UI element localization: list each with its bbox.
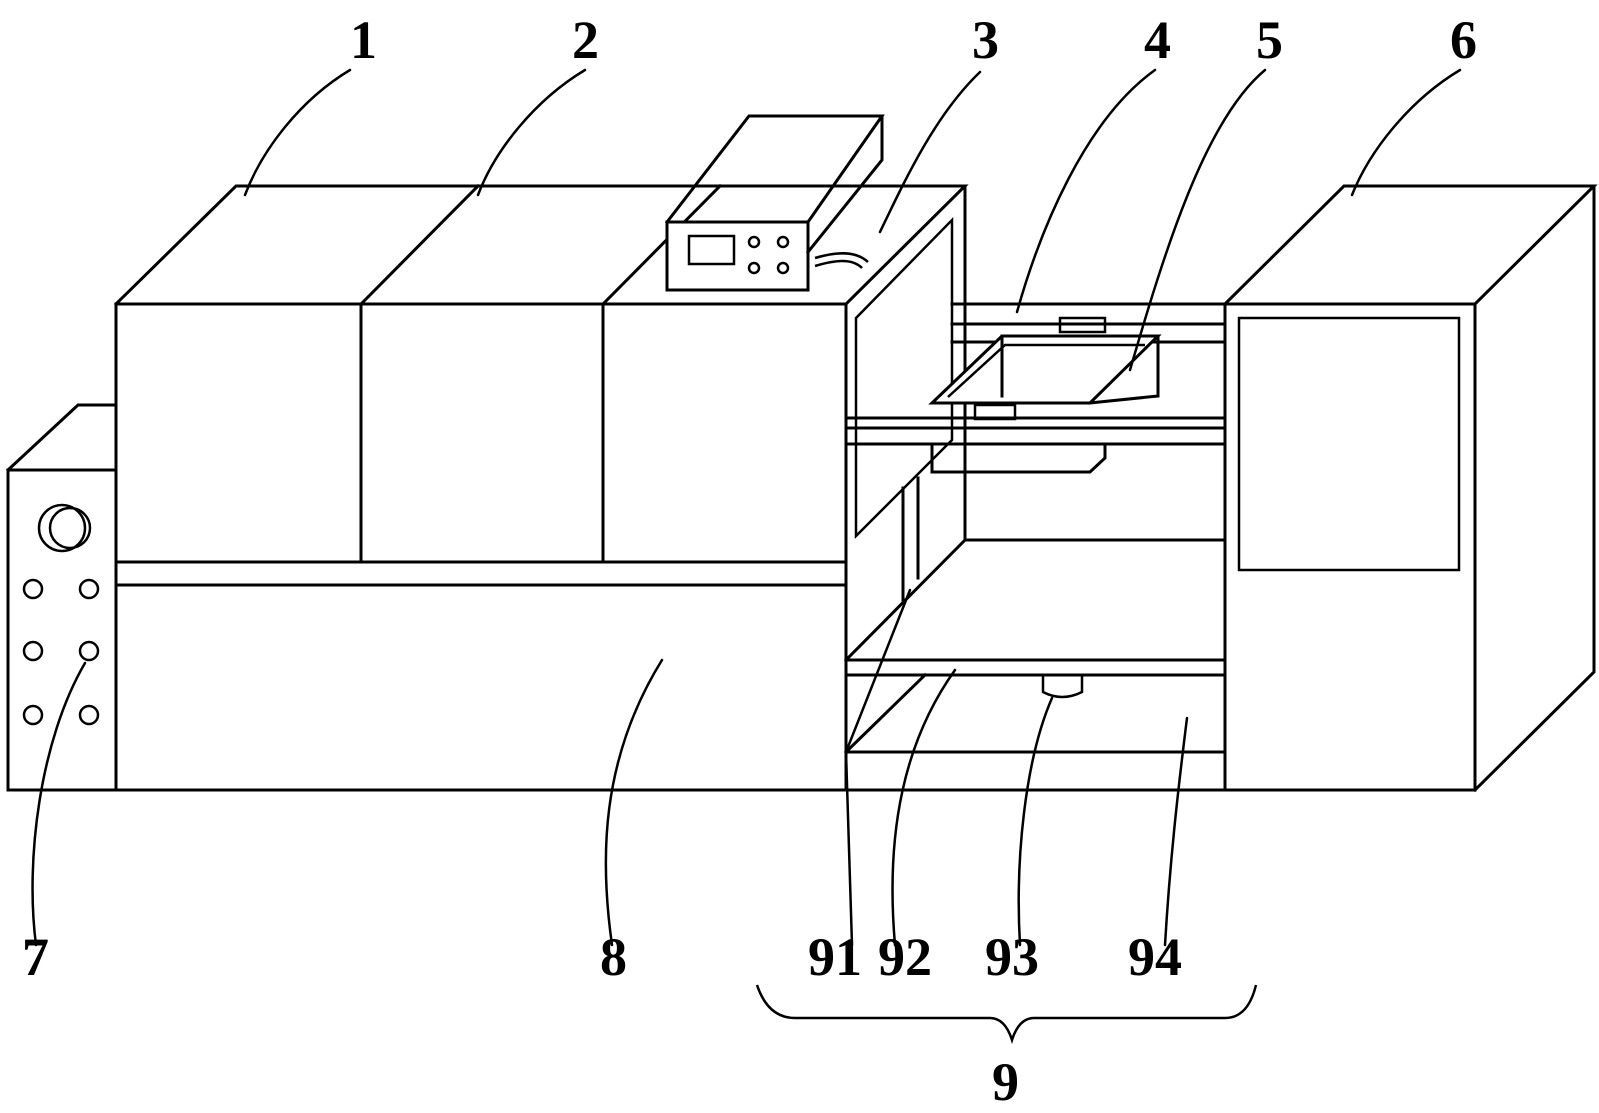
label-6: 6 [1450, 10, 1477, 70]
button-icon [78, 578, 100, 600]
part-labels: 1 2 3 4 5 6 7 8 91 92 93 94 9 [22, 10, 1477, 1112]
button-icon [22, 640, 44, 662]
label-1: 1 [350, 10, 377, 70]
button-icon [78, 704, 100, 726]
label-93: 93 [985, 927, 1039, 987]
control-box [5, 403, 118, 792]
knob-icon [37, 503, 87, 553]
conveyor-frame [843, 302, 1227, 792]
button-icon [22, 704, 44, 726]
label-2: 2 [572, 10, 599, 70]
cable-icon [814, 252, 869, 263]
main-housing [113, 183, 969, 792]
leader-lines [31, 68, 1462, 1045]
cabinet-window [1237, 316, 1461, 572]
controller-unit [664, 114, 885, 292]
label-92: 92 [878, 927, 932, 987]
label-9: 9 [992, 1052, 1019, 1112]
button-icon [22, 578, 44, 600]
label-3: 3 [972, 10, 999, 70]
right-cabinet [1222, 184, 1598, 793]
label-4: 4 [1144, 10, 1171, 70]
button-icon [78, 640, 100, 662]
label-7: 7 [22, 927, 49, 987]
label-91: 91 [808, 927, 862, 987]
label-94: 94 [1128, 927, 1182, 987]
display-screen [687, 234, 736, 266]
label-5: 5 [1256, 10, 1283, 70]
label-8: 8 [600, 927, 627, 987]
